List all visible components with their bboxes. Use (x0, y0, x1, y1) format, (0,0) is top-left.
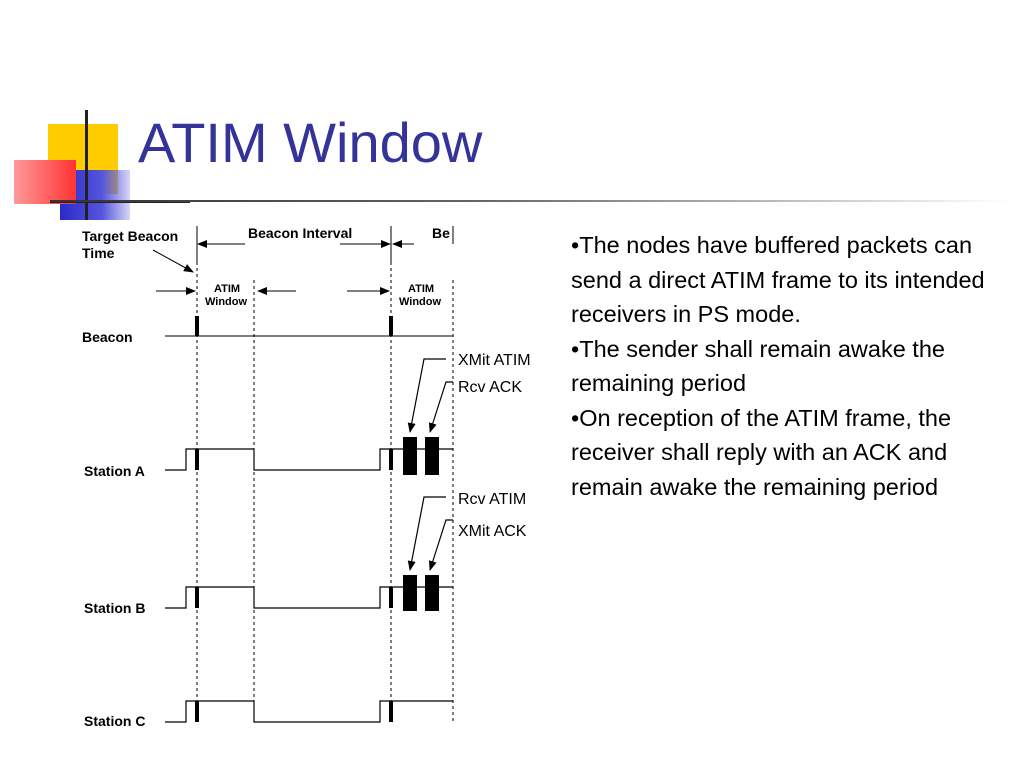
station-a-ack-frame (425, 437, 439, 475)
target-beacon-label-1: Target Beacon (82, 228, 178, 244)
slide-title: ATIM Window (138, 111, 483, 174)
row-label-station-a: Station A (84, 463, 145, 479)
bullet-item: •On reception of the ATIM frame, the rec… (571, 404, 952, 500)
bullet-item: •The sender shall remain awake the remai… (571, 335, 945, 397)
beacon-pulse-2 (389, 316, 393, 336)
row-label-station-c: Station C (84, 713, 145, 729)
station-a-waveform (165, 448, 453, 471)
decor-red-square (14, 160, 76, 204)
atim-window-label-1b: Window (205, 296, 247, 308)
beacon-pulse-1 (195, 316, 199, 336)
atim-window-label-2b: Window (399, 296, 441, 308)
annotation-rcv-ack: Rcv ACK (458, 379, 522, 396)
annotation-xmit-ack: XMit ACK (458, 523, 527, 540)
station-a-beacon-mark-1 (195, 449, 199, 470)
station-c-beacon-mark-1 (195, 701, 199, 722)
bullet-list: •The nodes have buffered packets can sen… (571, 228, 1001, 504)
station-c-waveform (165, 700, 453, 723)
target-beacon-label-2: Time (82, 245, 115, 261)
dashed-guides (196, 262, 454, 722)
beacon-interval-label: Beacon Interval (248, 225, 352, 241)
title-underline (50, 200, 1010, 202)
decor-vertical-line (85, 110, 88, 220)
atim-window-label-2a: ATIM (408, 283, 434, 295)
pointer-xmit-ack (428, 519, 453, 571)
pointer-rcv-ack (428, 381, 453, 433)
station-a-beacon-mark-2 (389, 449, 393, 470)
bullet-item: •The nodes have buffered packets can sen… (571, 232, 985, 327)
station-b-waveform (165, 586, 453, 609)
station-c-beacon-mark-2 (389, 701, 393, 722)
row-label-station-b: Station B (84, 600, 145, 616)
atim-timing-diagram: Target Beacon Time Beacon Interval Be AT… (82, 225, 531, 729)
row-label-beacon: Beacon (82, 329, 133, 345)
annotation-xmit-atim: XMit ATIM (458, 352, 531, 369)
annotation-rcv-atim: Rcv ATIM (458, 491, 526, 508)
station-b-beacon-mark-1 (195, 587, 199, 608)
station-b-beacon-mark-2 (389, 587, 393, 608)
atim-window-label-1a: ATIM (214, 283, 240, 295)
pointer-rcv-atim (407, 496, 446, 571)
station-a-atim-frame (403, 437, 417, 475)
station-b-atim-frame (403, 575, 417, 611)
target-beacon-pointer (152, 249, 194, 273)
pointer-xmit-atim (407, 358, 446, 433)
beacon-interval-label-cut: Be (432, 225, 450, 241)
station-b-ack-frame (425, 575, 439, 611)
